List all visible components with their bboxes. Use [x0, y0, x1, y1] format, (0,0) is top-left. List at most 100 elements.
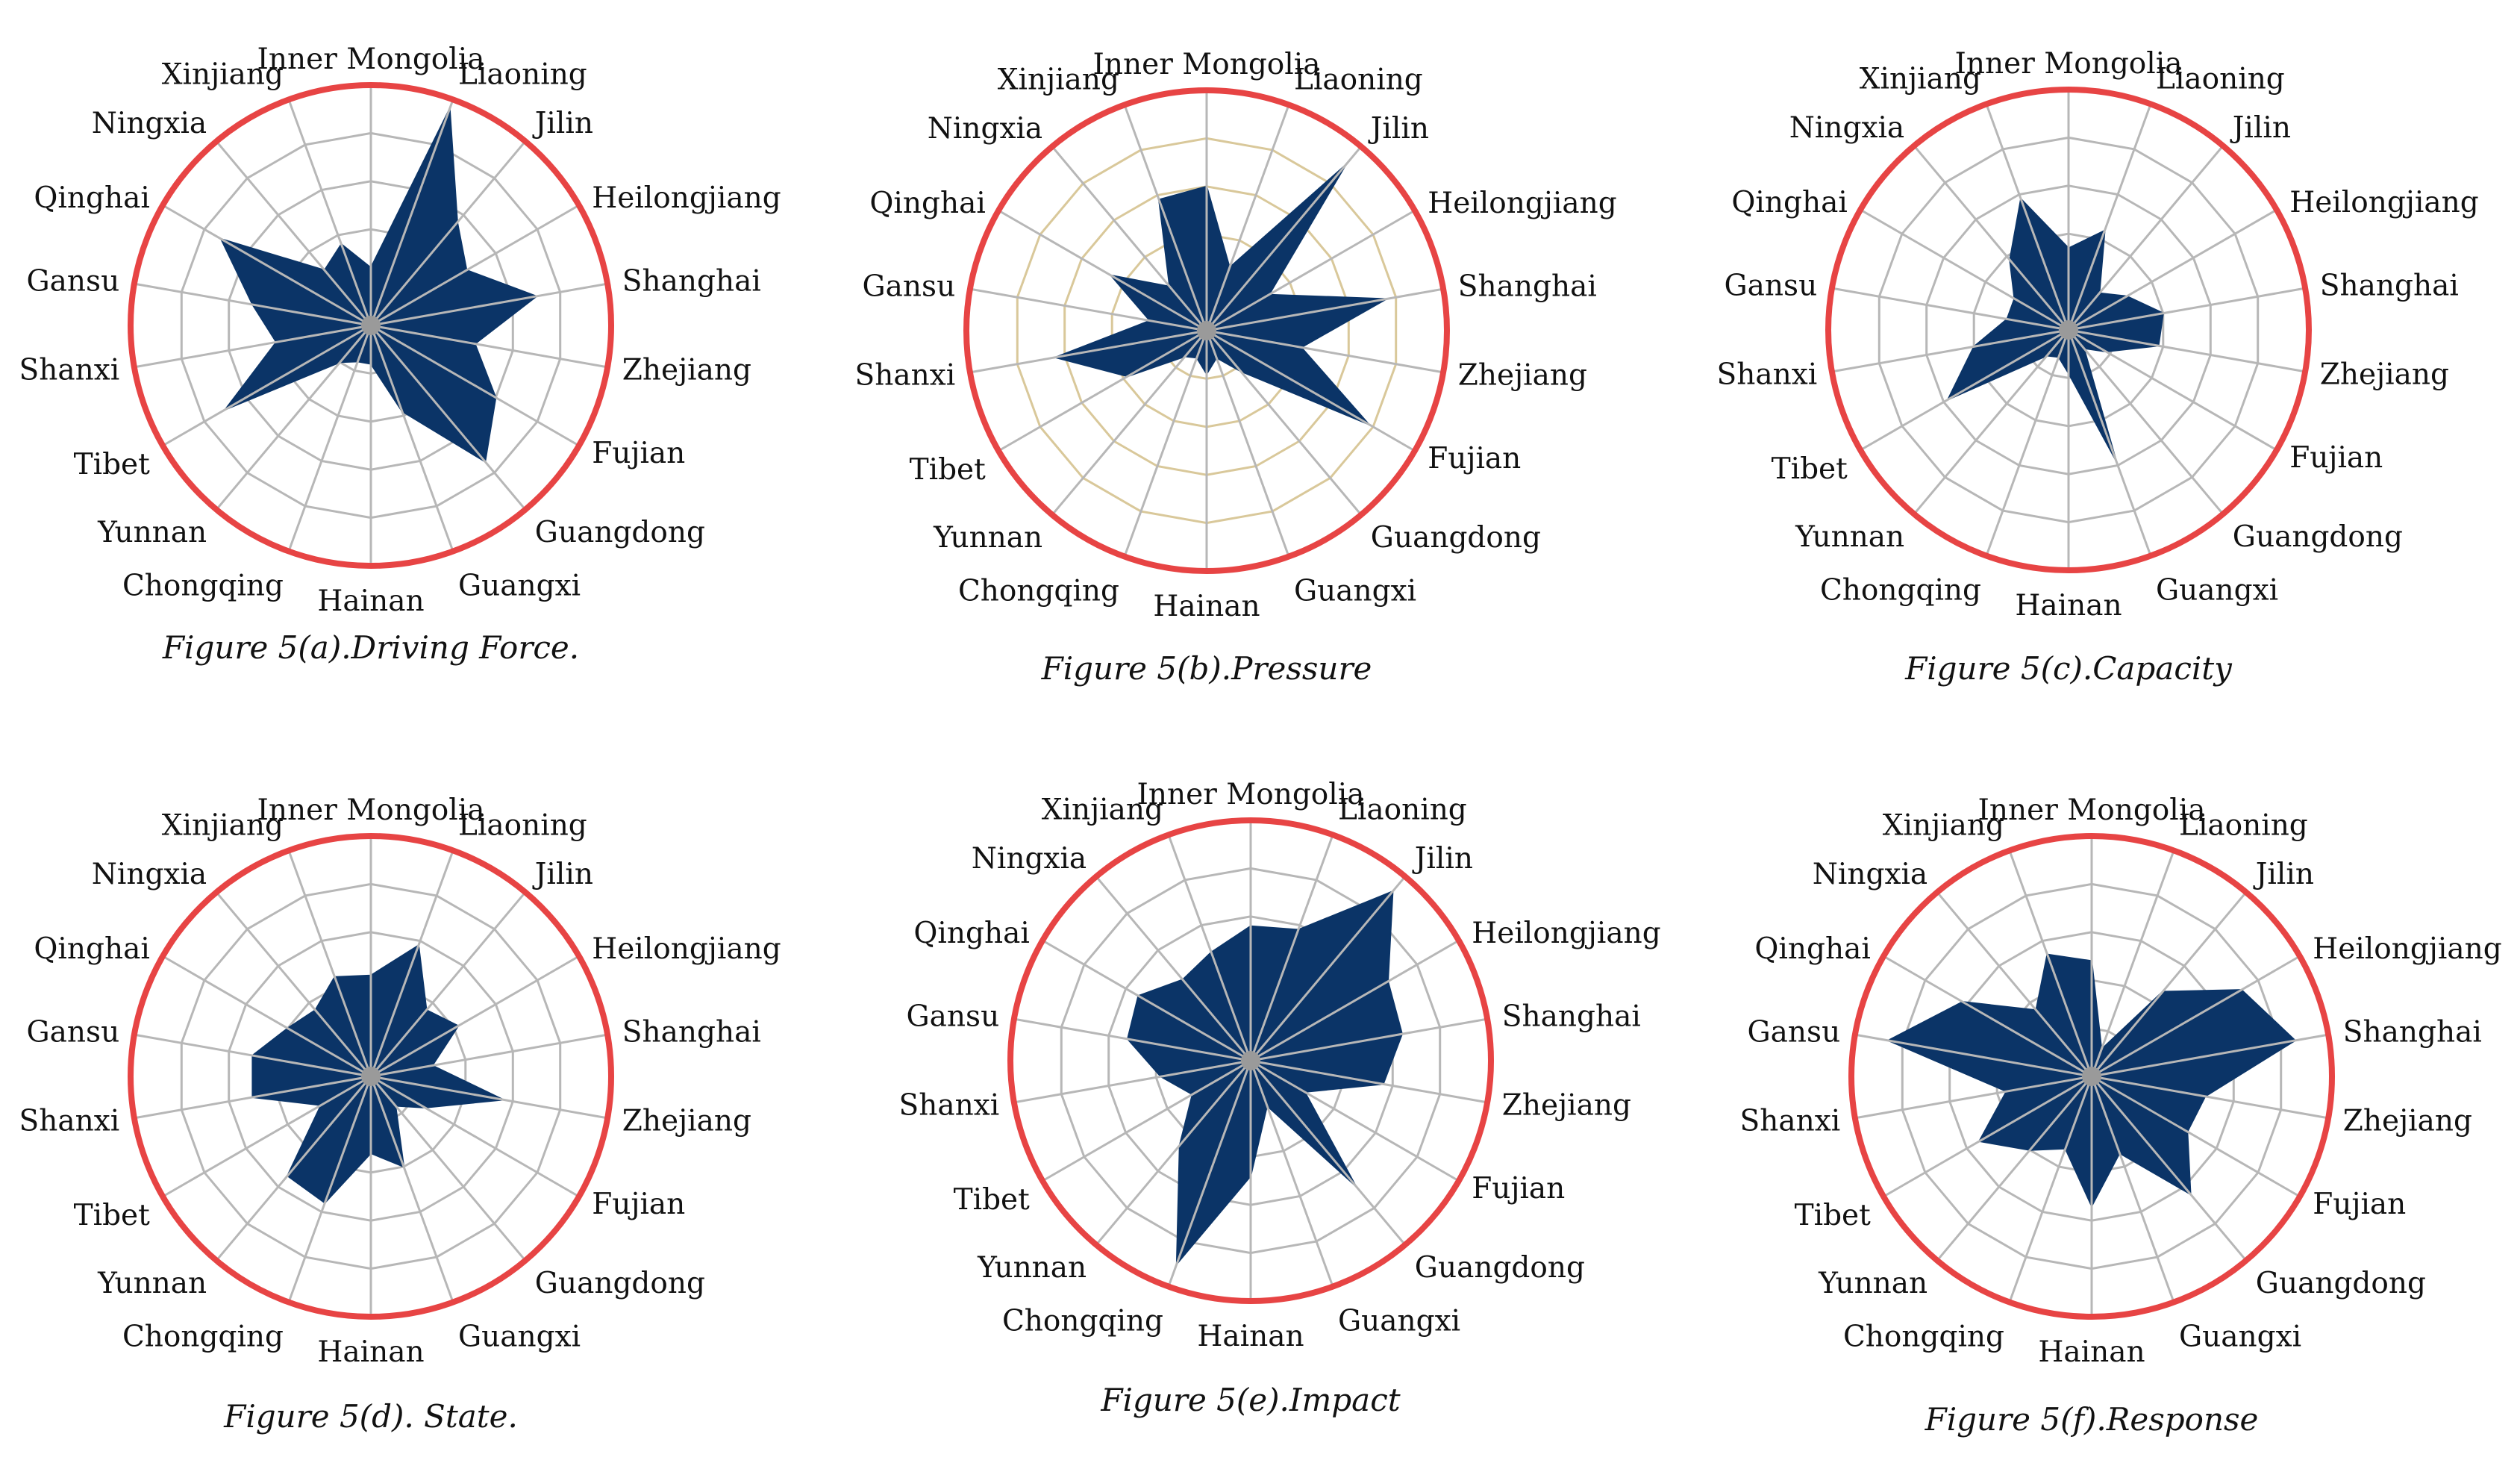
spoke-ningxia — [1913, 145, 2070, 331]
axis-label-qinghai: Qinghai — [34, 932, 149, 966]
axis-label-hainan: Hainan — [317, 584, 424, 618]
spoke-shanghai — [2091, 1033, 2329, 1078]
radar-chart-capacity: Inner MongoliaLiaoningJilinHeilongjiangS… — [1717, 47, 2479, 687]
spoke-heilongjiang — [370, 955, 580, 1078]
axis-label-gansu: Gansu — [27, 1016, 120, 1049]
axis-label-yunnan: Yunnan — [1795, 520, 1904, 554]
spoke-shanxi — [134, 1075, 372, 1120]
axis-label-gansu: Gansu — [1748, 1016, 1841, 1049]
axis-label-liaoning: Liaoning — [2156, 63, 2285, 96]
axis-label-guangdong: Guangdong — [535, 1267, 705, 1300]
spoke-guangxi — [369, 1076, 454, 1303]
axis-label-shanghai: Shanghai — [2343, 1016, 2482, 1049]
spoke-liaoning — [1249, 834, 1334, 1061]
axis-label-shanghai: Shanghai — [622, 265, 761, 299]
axis-label-fujian: Fujian — [1428, 442, 1521, 475]
axis-label-ningxia: Ningxia — [928, 112, 1042, 146]
spoke-tibet — [1860, 328, 2069, 452]
axis-label-guangxi: Guangxi — [1294, 574, 1416, 608]
spoke-gansu — [134, 1033, 372, 1078]
spoke-xinjiang — [1985, 103, 2070, 331]
data-area — [219, 105, 539, 464]
spoke-tibet — [1883, 1075, 2092, 1198]
axis-label-yunnan: Yunnan — [97, 516, 207, 549]
axis-label-shanghai: Shanghai — [622, 1016, 761, 1049]
spoke-jilin — [369, 891, 527, 1077]
axis-label-liaoning: Liaoning — [458, 58, 587, 92]
spoke-zhejiang — [2068, 328, 2306, 373]
spoke-guangxi — [1249, 1060, 1334, 1288]
axis-label-qinghai: Qinghai — [869, 187, 985, 220]
axis-label-heilongjiang: Heilongjiang — [2313, 932, 2502, 966]
spoke-shanghai — [2068, 287, 2306, 331]
axis-label-jilin: Jilin — [1368, 112, 1429, 146]
spoke-ningxia — [1051, 146, 1208, 331]
center-dot — [1197, 321, 1216, 340]
center-dot — [361, 1067, 381, 1086]
spoke-heilongjiang — [1250, 939, 1460, 1062]
spoke-shanxi — [969, 329, 1207, 374]
spoke-gansu — [1013, 1017, 1251, 1062]
spoke-jilin — [369, 140, 527, 326]
outer-ring — [1007, 817, 1494, 1304]
axis-label-yunnan: Yunnan — [1818, 1267, 1927, 1300]
axis-label-zhejiang: Zhejiang — [2320, 358, 2449, 391]
spoke-qinghai — [1883, 955, 2092, 1078]
spoke-jilin — [1205, 146, 1363, 331]
axis-label-liaoning: Liaoning — [1294, 63, 1423, 97]
spoke-shanxi — [1854, 1075, 2092, 1120]
spoke-fujian — [1206, 329, 1416, 452]
spoke-heilongjiang — [2091, 955, 2301, 1078]
spoke-shanxi — [1013, 1059, 1251, 1104]
axis-label-qinghai: Qinghai — [34, 181, 149, 215]
axis-label-zhejiang: Zhejiang — [1502, 1088, 1631, 1122]
spoke-guangdong — [2067, 329, 2224, 515]
spoke-chongqing — [287, 1076, 372, 1303]
axis-label-xinjiang: Xinjiang — [1883, 809, 2004, 843]
spoke-liaoning — [1205, 104, 1290, 331]
spoke-qinghai — [998, 209, 1207, 332]
spoke-gansu — [1854, 1033, 2092, 1078]
axis-label-tibet: Tibet — [954, 1183, 1031, 1217]
axis-label-liaoning: Liaoning — [458, 809, 587, 843]
spoke-shanghai — [1206, 287, 1444, 332]
spoke-jilin — [1249, 876, 1407, 1061]
spoke-zhejiang — [370, 324, 608, 369]
axis-label-qinghai: Qinghai — [913, 917, 1029, 950]
axis-label-chongqing: Chongqing — [1002, 1304, 1163, 1338]
axis-label-shanxi: Shanxi — [855, 358, 956, 392]
axis-label-liaoning: Liaoning — [2179, 809, 2308, 843]
outer-ring — [1848, 833, 2335, 1320]
data-area — [1946, 197, 2164, 461]
spoke-gansu — [1831, 287, 2069, 331]
axis-label-inner-mongolia: Inner Mongolia — [1978, 793, 2206, 827]
axis-label-guangdong: Guangdong — [2256, 1267, 2426, 1300]
figure-caption: Figure 5(a).Driving Force. — [162, 629, 579, 666]
axis-label-shanxi: Shanxi — [899, 1088, 1000, 1122]
axis-label-inner-mongolia: Inner Mongolia — [1955, 47, 2183, 81]
axis-label-jilin: Jilin — [1412, 842, 1473, 876]
axis-label-gansu: Gansu — [1725, 269, 1818, 303]
axis-label-chongqing: Chongqing — [958, 574, 1119, 608]
center-dot — [1241, 1051, 1260, 1070]
center-dot — [2082, 1067, 2101, 1086]
spoke-xinjiang — [287, 849, 372, 1077]
spoke-liaoning — [369, 99, 454, 326]
axis-label-inner-mongolia: Inner Mongolia — [1137, 778, 1365, 811]
axis-label-inner-mongolia: Inner Mongolia — [1093, 48, 1321, 81]
axis-label-guangdong: Guangdong — [1415, 1251, 1585, 1285]
spoke-zhejiang — [1250, 1059, 1488, 1104]
spoke-tibet — [162, 324, 372, 447]
axis-label-chongqing: Chongqing — [1843, 1320, 2004, 1353]
spoke-jilin — [2067, 145, 2224, 331]
axis-label-chongqing: Chongqing — [122, 569, 284, 602]
axis-label-inner-mongolia: Inner Mongolia — [257, 793, 485, 827]
spoke-shanxi — [1831, 328, 2069, 373]
axis-label-yunnan: Yunnan — [97, 1267, 207, 1300]
axis-label-guangxi: Guangxi — [458, 569, 581, 602]
spoke-heilongjiang — [2068, 208, 2277, 331]
spoke-fujian — [2091, 1075, 2301, 1198]
axis-label-tibet: Tibet — [1772, 452, 1848, 486]
spoke-heilongjiang — [370, 204, 580, 327]
axis-label-fujian: Fujian — [592, 437, 685, 470]
